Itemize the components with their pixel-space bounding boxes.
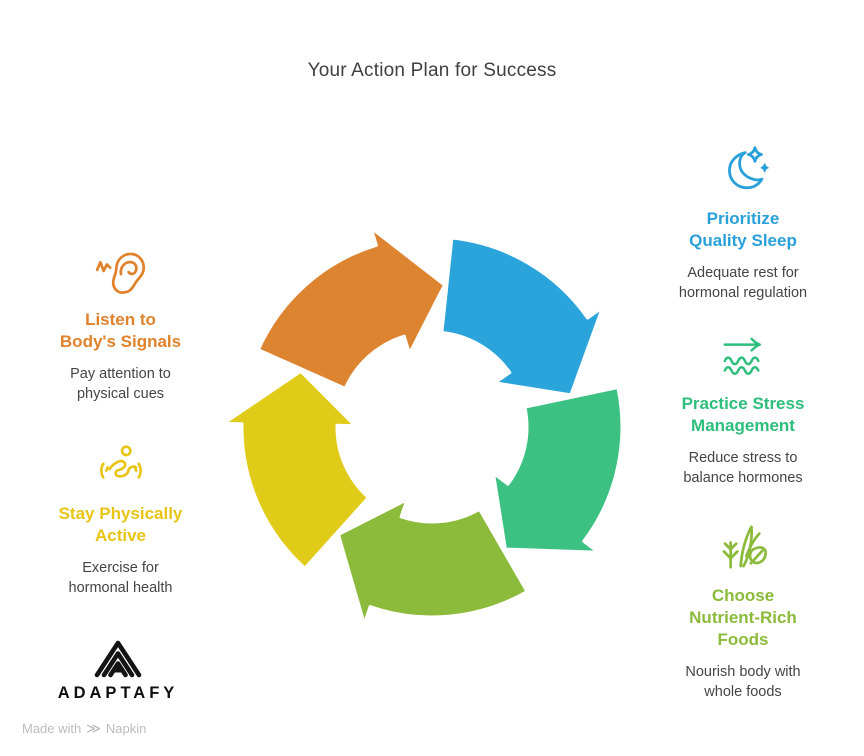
cycle-arrow-listen-to-bodys-signals <box>256 226 446 390</box>
item-title: Stay Physically Active <box>58 504 183 546</box>
napkin-icon: ≫ <box>86 720 101 736</box>
adaptafy-wordmark: ADAPTAFY <box>57 684 179 702</box>
plant-leaf-icon <box>716 520 770 574</box>
runner-icon <box>96 442 146 492</box>
item-description: Adequate rest for hormonal regulation <box>678 265 808 301</box>
moon-sparkles-icon <box>717 145 769 197</box>
cycle-arrow-prioritize-quality-sleep <box>440 236 604 397</box>
adaptafy-logo: ADAPTAFY <box>18 636 218 703</box>
item-title: Listen to Body's Signals <box>59 310 182 352</box>
page-title: Your Action Plan for Success <box>307 60 557 81</box>
item-description: Reduce stress to balance hormones <box>683 450 803 486</box>
cycle-arrow-practice-stress-management <box>492 386 624 554</box>
cycle-diagram <box>222 226 624 626</box>
stress-waves-icon <box>720 336 766 382</box>
item-title: Practice Stress Management <box>681 394 805 436</box>
cycle-arrow-stay-physically-active <box>222 369 370 570</box>
item-choose-nutrient-rich-foods: Choose Nutrient-Rich Foods Nourish body … <box>668 520 818 702</box>
item-practice-stress-management: Practice Stress Management Reduce stress… <box>663 336 823 488</box>
item-description: Pay attention to physical cues <box>70 366 171 402</box>
made-with-label: Made with <box>22 721 82 736</box>
item-stay-physically-active: Stay Physically Active Exercise for horm… <box>53 442 188 598</box>
adaptafy-mountain-icon <box>94 636 142 678</box>
item-description: Exercise for hormonal health <box>68 560 173 596</box>
napkin-label: Napkin <box>105 721 147 736</box>
item-title: Prioritize Quality Sleep <box>689 209 797 251</box>
item-title: Choose Nutrient-Rich Foods <box>689 586 797 650</box>
made-with-napkin-link[interactable]: Made with ≫ Napkin <box>22 720 146 737</box>
item-description: Nourish body with whole foods <box>685 664 801 700</box>
item-prioritize-quality-sleep: Prioritize Quality Sleep Adequate rest f… <box>658 145 828 303</box>
item-listen-to-bodys-signals: Listen to Body's Signals Pay attention t… <box>43 246 198 404</box>
ear-signal-icon <box>95 246 147 298</box>
cycle-arrow-choose-nutrient-rich-foods <box>337 498 529 626</box>
